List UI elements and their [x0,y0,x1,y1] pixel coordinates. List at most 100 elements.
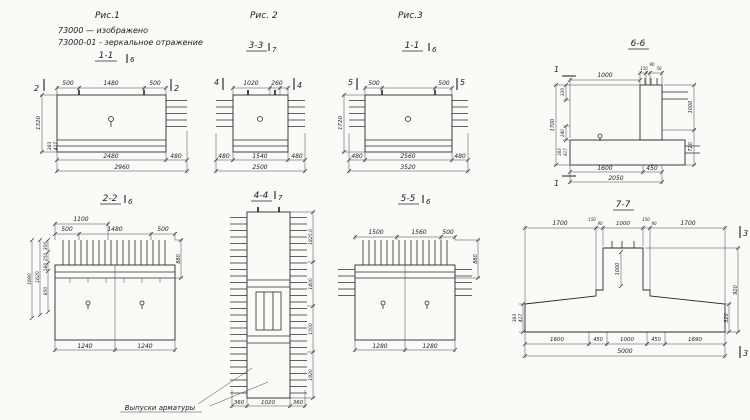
dim-label: 920 [733,285,739,295]
dim-label: 480 [170,153,182,160]
interior-lines [365,139,452,147]
interior-lines [247,279,290,344]
wall-hatched [639,84,663,141]
header-labels: Рис.1 73000 — изображено 73000-01 - зерк… [58,11,423,47]
dim-label: 3520 [400,164,415,171]
dim-label: 1700 [552,220,567,227]
dim-label: 1540 [252,153,267,160]
section-7-7: 7-7 3 3 1700 150 90 1000 150 90 1700 920… [512,200,748,359]
rebar-outlets-right [662,91,700,154]
dim-label: 150 [642,217,650,222]
dim-label: 450 [651,337,661,343]
anchor-loop-stems [87,305,143,309]
section-cut-lines [356,78,458,90]
extension-lines [519,226,740,358]
dim-label: 250 [43,253,49,262]
lifting-loop-icon [405,116,411,122]
pedestal-dowels [611,241,635,248]
section-cut-lines [43,79,172,91]
dim-label: 1000 [615,263,621,276]
cut-mark: 5 [460,78,465,87]
section-title: 6-6 [631,39,646,49]
dimension-ticks [29,221,184,353]
foundation-section-hatched [524,247,726,333]
dim-label: 1280 [422,343,437,350]
dim-label: 1620 [35,271,41,283]
cut-mark: 1 [554,179,559,188]
dim-label: 500 [61,226,73,233]
dim-label: 2480 [103,153,118,160]
rebar-outlets-right [290,216,307,394]
section-cut-lines [222,78,295,90]
dim-label: 500 [438,80,450,87]
dim-label: 360 [293,400,304,406]
dim-label: 1600 [597,165,612,172]
dim-label: 90 [649,62,655,67]
rebar-outlets-left [349,97,365,130]
element-body [364,94,453,153]
rebar-hook-marks [247,90,276,95]
cut-mark: 6 [128,198,133,206]
dim-label: 260 [271,80,283,87]
dim-label: 1020 [261,400,275,406]
rebar-outlets-top [358,240,452,265]
section-2-2: 2-2 6 1100 500 1480 500 880 300 250 160 … [27,194,184,353]
section-6-6: 6-6 1 1 1000 150 90 50 1000 720 320 1700… [550,39,700,188]
dim-label: 880 [176,254,182,264]
extension-lines [215,86,306,173]
dim-label: 1500 [368,229,383,236]
element-body [246,211,291,399]
rebar-outlets-left [230,216,247,394]
dim-label: 383 [512,314,518,323]
dim-label: 1690 [688,337,702,343]
dim-label: 1480 [103,80,118,87]
anchor-loop-icon [139,300,145,306]
interior-rebar-ticks [69,265,161,340]
rebar-hook-marks [381,90,436,95]
anchor-loop-icon [597,133,603,139]
section-title: 2-2 [103,194,118,204]
opening-bars [263,292,274,330]
dimension-lines [343,87,468,172]
lifting-loop-icon [257,116,263,122]
element-body [56,94,167,153]
dim-label: 480 [454,153,466,160]
dimension-lines [216,87,305,172]
cut-mark: 6 [426,198,431,206]
dimension-ticks [520,225,741,359]
anchor-loop-icon [424,300,430,306]
dim-label: 1700 [550,119,556,132]
cut-mark: 2 [174,84,179,93]
section-title: 3-3 [249,41,264,51]
dim-label: 417 [53,142,59,151]
rebar-note-label: Выпуски арматуры [125,404,196,412]
dim-label: 1280 [372,343,387,350]
cut-mark: 4 [214,78,219,87]
dim-label: 1000 [616,221,630,227]
section-1-1-fig1: 1-1 6 2 2 500 1480 500 2480 480 2960 132… [34,51,190,174]
dim-label: 320 [724,313,730,323]
dim-label: 1000 [597,72,612,79]
rebar-outlets-right [166,97,187,130]
cut-mark: 5 [348,78,353,87]
dim-label: 450 [593,337,603,343]
anchor-loop-icon [380,300,386,306]
section-title: 7-7 [616,200,631,210]
extension-lines [40,86,188,173]
rebar-outlets-top [58,240,170,265]
dim-label: 240 [560,129,565,137]
dimension-lines [522,227,739,357]
dim-label: 90 [597,221,603,226]
section-5-5: 5-5 6 1500 1560 500 880 1280 1280 [338,194,481,353]
dim-label: 417 [563,148,568,156]
dim-label: 1400 [308,278,314,290]
dim-label: 383 [557,148,562,156]
dimension-ticks [553,70,697,185]
dim-label: 1920 [308,369,314,381]
dim-label: 90 [651,221,657,226]
dim-label: 1500 [308,323,314,335]
extension-lines [54,222,183,352]
cut-mark: 7 [278,194,283,202]
dim-label: 880 [473,254,479,264]
